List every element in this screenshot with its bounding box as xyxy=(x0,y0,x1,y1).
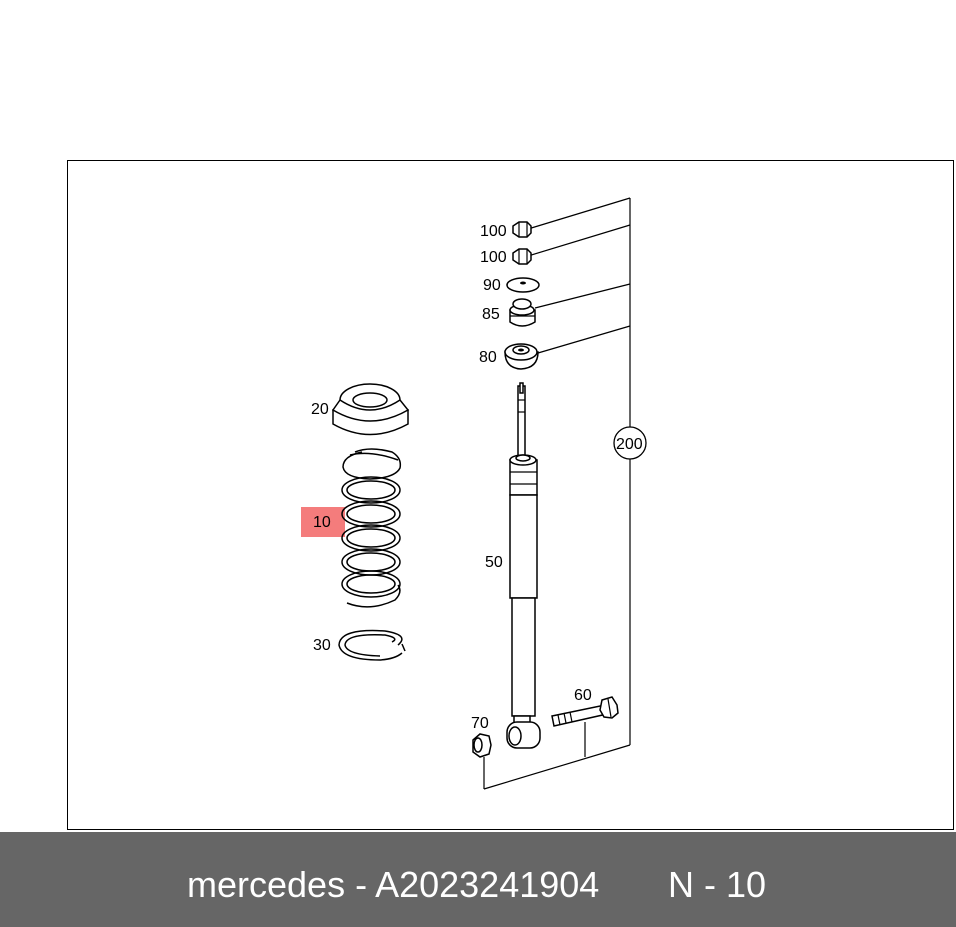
callout-50: 50 xyxy=(485,554,503,571)
callout-200-circle xyxy=(613,426,647,460)
callout-10-highlight xyxy=(301,507,345,537)
spring-pad-part-30 xyxy=(338,629,406,661)
callout-60: 60 xyxy=(574,687,592,704)
footer-part-number: mercedes - A2023241904 xyxy=(187,864,600,905)
coil-spring-part-10 xyxy=(341,448,402,608)
footer-bar: mercedes - A2023241904 N - 10 xyxy=(0,832,956,927)
callout-80: 80 xyxy=(479,349,497,366)
shock-absorber-part-50 xyxy=(506,382,541,749)
bolt-part-60 xyxy=(551,696,619,727)
spring-seat-part-20 xyxy=(331,383,410,436)
nut-part-100-lower xyxy=(512,248,532,265)
callout-200: 200 xyxy=(616,436,643,453)
nut-part-70 xyxy=(472,733,492,758)
nut-part-100-upper xyxy=(512,221,532,238)
washer-part-90 xyxy=(506,277,540,293)
mount-part-80 xyxy=(504,343,539,370)
assembly-bracket xyxy=(483,197,631,790)
callout-30: 30 xyxy=(313,637,331,654)
rubber-mount-part-85 xyxy=(509,298,536,327)
callout-70: 70 xyxy=(471,715,489,732)
callout-10: 10 xyxy=(313,514,331,531)
parts-diagram: 100 100 90 85 80 200 20 10 50 30 60 70 xyxy=(311,197,647,790)
callout-90: 90 xyxy=(483,277,501,294)
callout-20: 20 xyxy=(311,401,329,418)
footer-position: N - 10 xyxy=(668,864,767,905)
callout-100-lower: 100 xyxy=(480,249,507,266)
callout-100-upper: 100 xyxy=(480,223,507,240)
callout-85: 85 xyxy=(482,306,500,323)
